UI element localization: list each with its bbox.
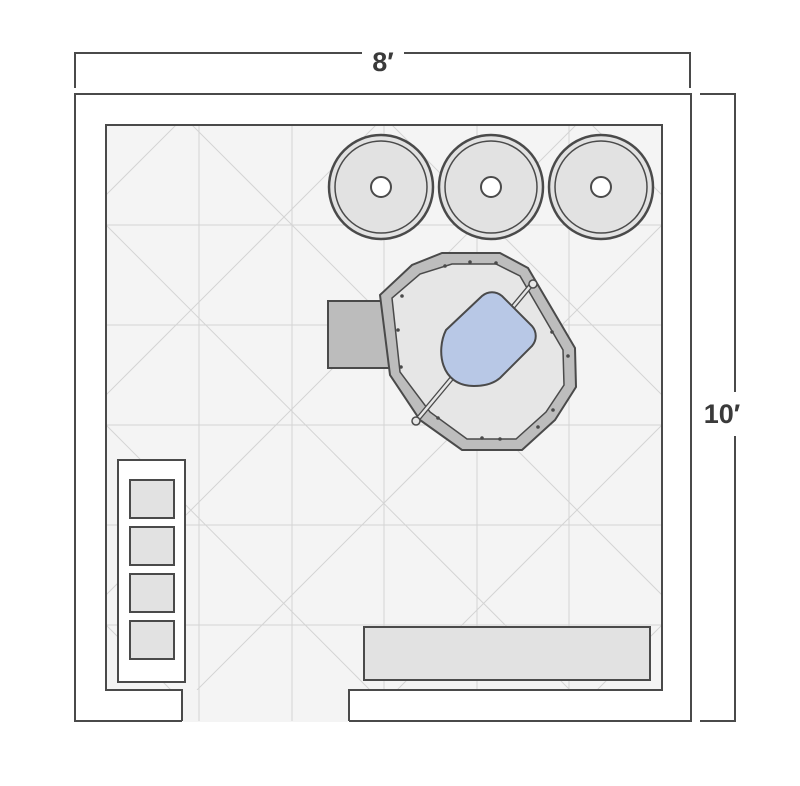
round-stool [547,133,655,241]
reclining-chair [378,252,578,451]
round-stools [327,133,655,241]
width-label: 8′ [372,47,394,77]
round-stool [327,133,435,241]
storage-bin [129,620,175,660]
room-walls [74,93,692,722]
storage-bin [129,526,175,566]
side-table [327,300,391,369]
chair-seat [440,291,537,388]
height-label: 10′ [704,399,741,429]
height-dimension: 10′ [700,93,766,722]
bench [363,626,651,681]
storage-bin [129,479,175,519]
storage-shelf [117,459,186,683]
round-stool [437,133,545,241]
storage-bin [129,573,175,613]
inner-wall-line [105,124,663,721]
width-dimension: 8′ [74,42,691,88]
